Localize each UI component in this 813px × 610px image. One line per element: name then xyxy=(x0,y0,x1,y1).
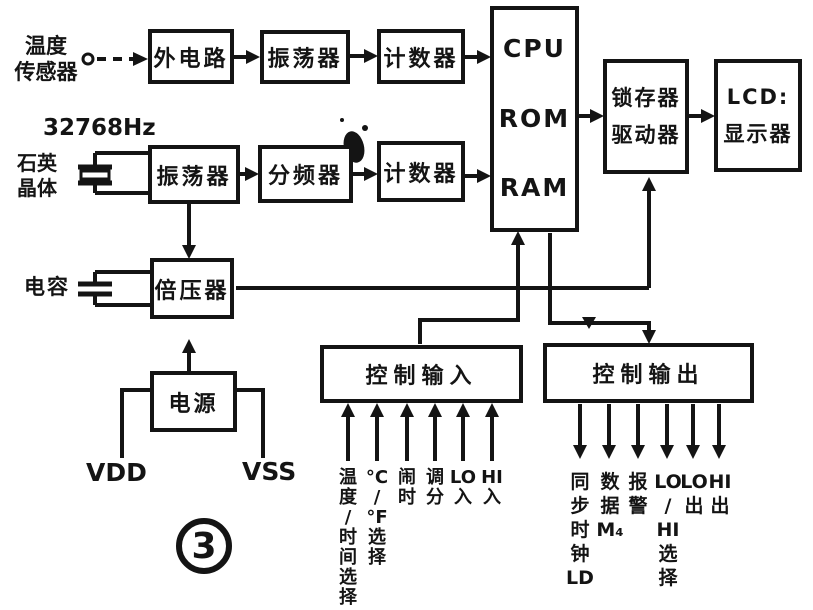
crystal-frequency-label: 32768Hz xyxy=(43,115,156,141)
block-label: 控制输出 xyxy=(592,363,705,388)
wire-osc2-to-doubler xyxy=(182,204,196,259)
block-cpu-rom-ram: CPU ROM RAM xyxy=(490,6,579,232)
block-latch-driver: 锁存器 驱动器 xyxy=(603,59,689,174)
wire-latch-to-lcd xyxy=(689,109,715,123)
block-label: 控制输入 xyxy=(365,364,478,389)
wire-osc2-to-divider xyxy=(240,167,259,181)
wire-doubler-to-latch xyxy=(236,177,656,290)
block-counter-top: 计数器 xyxy=(377,29,465,84)
input-pin-label-lo-in: LO 入 xyxy=(449,467,477,508)
block-label: 振荡器 xyxy=(267,47,343,72)
vdd-pin-label: VDD xyxy=(86,458,147,487)
output-pin-label-lo-out: LO 出 xyxy=(680,471,708,517)
flow-marker xyxy=(582,317,596,329)
block-lcd-display: LCD: 显示器 xyxy=(714,59,802,172)
wire-ext-to-osc xyxy=(234,50,260,64)
block-control-output: 控制输出 xyxy=(543,343,754,403)
block-label: 电源 xyxy=(168,391,219,417)
input-pin-label-set-minute: 调 分 xyxy=(426,467,444,508)
rom-label: ROM xyxy=(498,103,571,133)
wire-cpu-to-control-output xyxy=(548,233,656,344)
input-pin-label-hi-in: HI 入 xyxy=(481,467,503,508)
sensor-terminal-and-dashed-wire xyxy=(81,52,148,66)
wire-power-to-doubler xyxy=(182,339,196,371)
ram-label: RAM xyxy=(499,173,570,202)
wire-divider-to-counter2 xyxy=(353,167,378,181)
block-power-supply: 电源 xyxy=(150,371,237,432)
capacitor-label: 电容 xyxy=(24,275,70,299)
block-voltage-doubler: 倍压器 xyxy=(150,258,234,319)
block-frequency-divider: 分频器 xyxy=(258,145,353,203)
power-pin-wires xyxy=(120,388,265,458)
input-pin-label-c-f-select: °C / °F 选 择 xyxy=(365,467,389,568)
block-label: 外电路 xyxy=(153,46,229,72)
output-pin-label-lo-hi-select: LO / HI 选 择 xyxy=(654,471,682,589)
wire-control-input-to-cpu xyxy=(418,231,525,344)
wire-counter2-to-cpu xyxy=(465,169,491,183)
capacitor-symbol xyxy=(78,270,152,307)
block-control-input: 控制输入 xyxy=(320,345,523,403)
output-pin-label-data-m4: 数 据 M₄ xyxy=(596,471,624,541)
cpu-label: CPU xyxy=(503,34,566,63)
temperature-sensor-label: 温度 传感器 xyxy=(14,34,78,84)
output-pin-label-alarm: 报 警 xyxy=(628,471,648,517)
block-label: 锁存器 驱动器 xyxy=(611,85,681,147)
block-external-circuit: 外电路 xyxy=(148,29,234,84)
block-label: 分频器 xyxy=(267,164,343,189)
block-counter-bottom: 计数器 xyxy=(377,141,465,202)
sensor-terminal-circle xyxy=(81,52,95,66)
input-pin-label-alarm-hour: 闹 时 xyxy=(398,467,416,508)
figure-number-circle: 3 xyxy=(176,518,232,574)
block-oscillator-top: 振荡器 xyxy=(260,30,350,84)
control-input-pin-arrows xyxy=(341,403,499,461)
vss-pin-label: VSS xyxy=(242,457,297,486)
arrowhead xyxy=(133,52,148,66)
output-pin-label-sync-clock-ld: 同 步 时 钟 LD xyxy=(566,471,594,589)
block-label: 倍压器 xyxy=(154,278,230,304)
output-pin-label-hi-out: HI 出 xyxy=(708,471,732,517)
block-oscillator-bottom: 振荡器 xyxy=(148,145,240,204)
quartz-crystal-symbol xyxy=(78,151,150,195)
wire-osc-to-counter-top xyxy=(350,49,378,63)
block-label: 计数器 xyxy=(383,46,459,72)
wire-cpu-to-latch xyxy=(579,109,604,123)
quartz-crystal-label: 石英 晶体 xyxy=(17,151,57,200)
wire-counter-top-to-cpu xyxy=(465,50,491,64)
block-label: 振荡器 xyxy=(156,164,232,190)
figure-number: 3 xyxy=(191,525,217,567)
block-label: 计数器 xyxy=(383,161,459,187)
control-output-pin-arrows xyxy=(573,404,726,459)
block-label: LCD: 显示器 xyxy=(723,84,793,146)
input-pin-label-temp-time-select: 温 度 / 时 间 选 择 xyxy=(339,467,357,608)
